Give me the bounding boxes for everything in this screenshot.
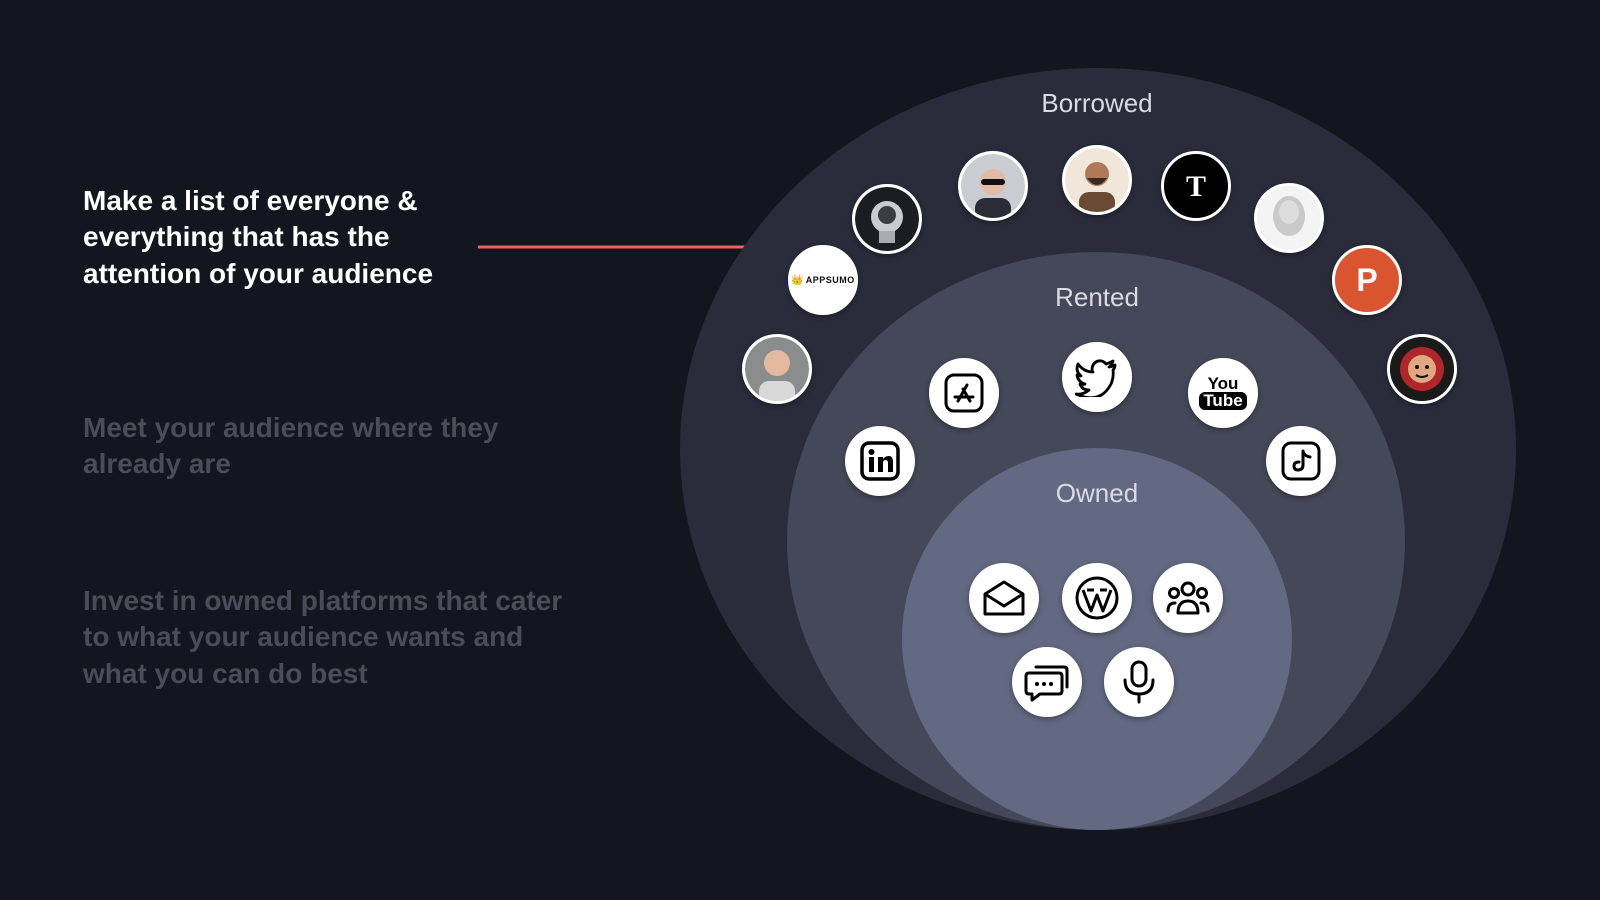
- joe-rogan-experience-logo-icon: [1387, 334, 1457, 404]
- tiktok-icon: [1266, 426, 1336, 496]
- bearded-person-avatar-icon: [1062, 145, 1132, 215]
- product-hunt-logo-icon: P: [1332, 245, 1402, 315]
- svg-text:T: T: [1186, 170, 1206, 203]
- chat-bubbles-icon: [1012, 647, 1082, 717]
- sunglasses-person-avatar-icon: [958, 151, 1028, 221]
- community-group-icon: [1153, 563, 1223, 633]
- app-store-icon: [929, 358, 999, 428]
- wordpress-icon: [1062, 563, 1132, 633]
- astronaut-avatar-icon: [852, 184, 922, 254]
- appsumo-logo-text: APPSUMO: [805, 275, 855, 285]
- new-york-times-logo-icon: T: [1161, 151, 1231, 221]
- point-meet-audience: Meet your audience where they already ar…: [83, 412, 499, 480]
- podcaster-portrait-icon: [742, 334, 812, 404]
- borrowed-label: Borrowed: [1041, 88, 1153, 118]
- twitter-icon: [1062, 342, 1132, 412]
- appsumo-logo-icon: 👑APPSUMO: [788, 245, 858, 315]
- point-invest-owned: Invest in owned platforms that cater to …: [83, 585, 563, 689]
- product-hunt-letter: P: [1356, 261, 1378, 298]
- point-list-everyone: Make a list of everyone & everything tha…: [83, 185, 434, 289]
- statue-head-avatar-icon: [1254, 183, 1324, 253]
- owned-label: Owned: [1055, 478, 1139, 508]
- owned-ring: [902, 448, 1292, 830]
- email-inbox-icon: [969, 563, 1039, 633]
- rented-label: Rented: [1055, 282, 1139, 312]
- youtube-icon: You Tube: [1188, 358, 1258, 428]
- youtube-text-you: You: [1207, 374, 1239, 393]
- microphone-icon: [1104, 647, 1174, 717]
- linkedin-icon: [845, 426, 915, 496]
- youtube-text-tube: Tube: [1199, 392, 1247, 410]
